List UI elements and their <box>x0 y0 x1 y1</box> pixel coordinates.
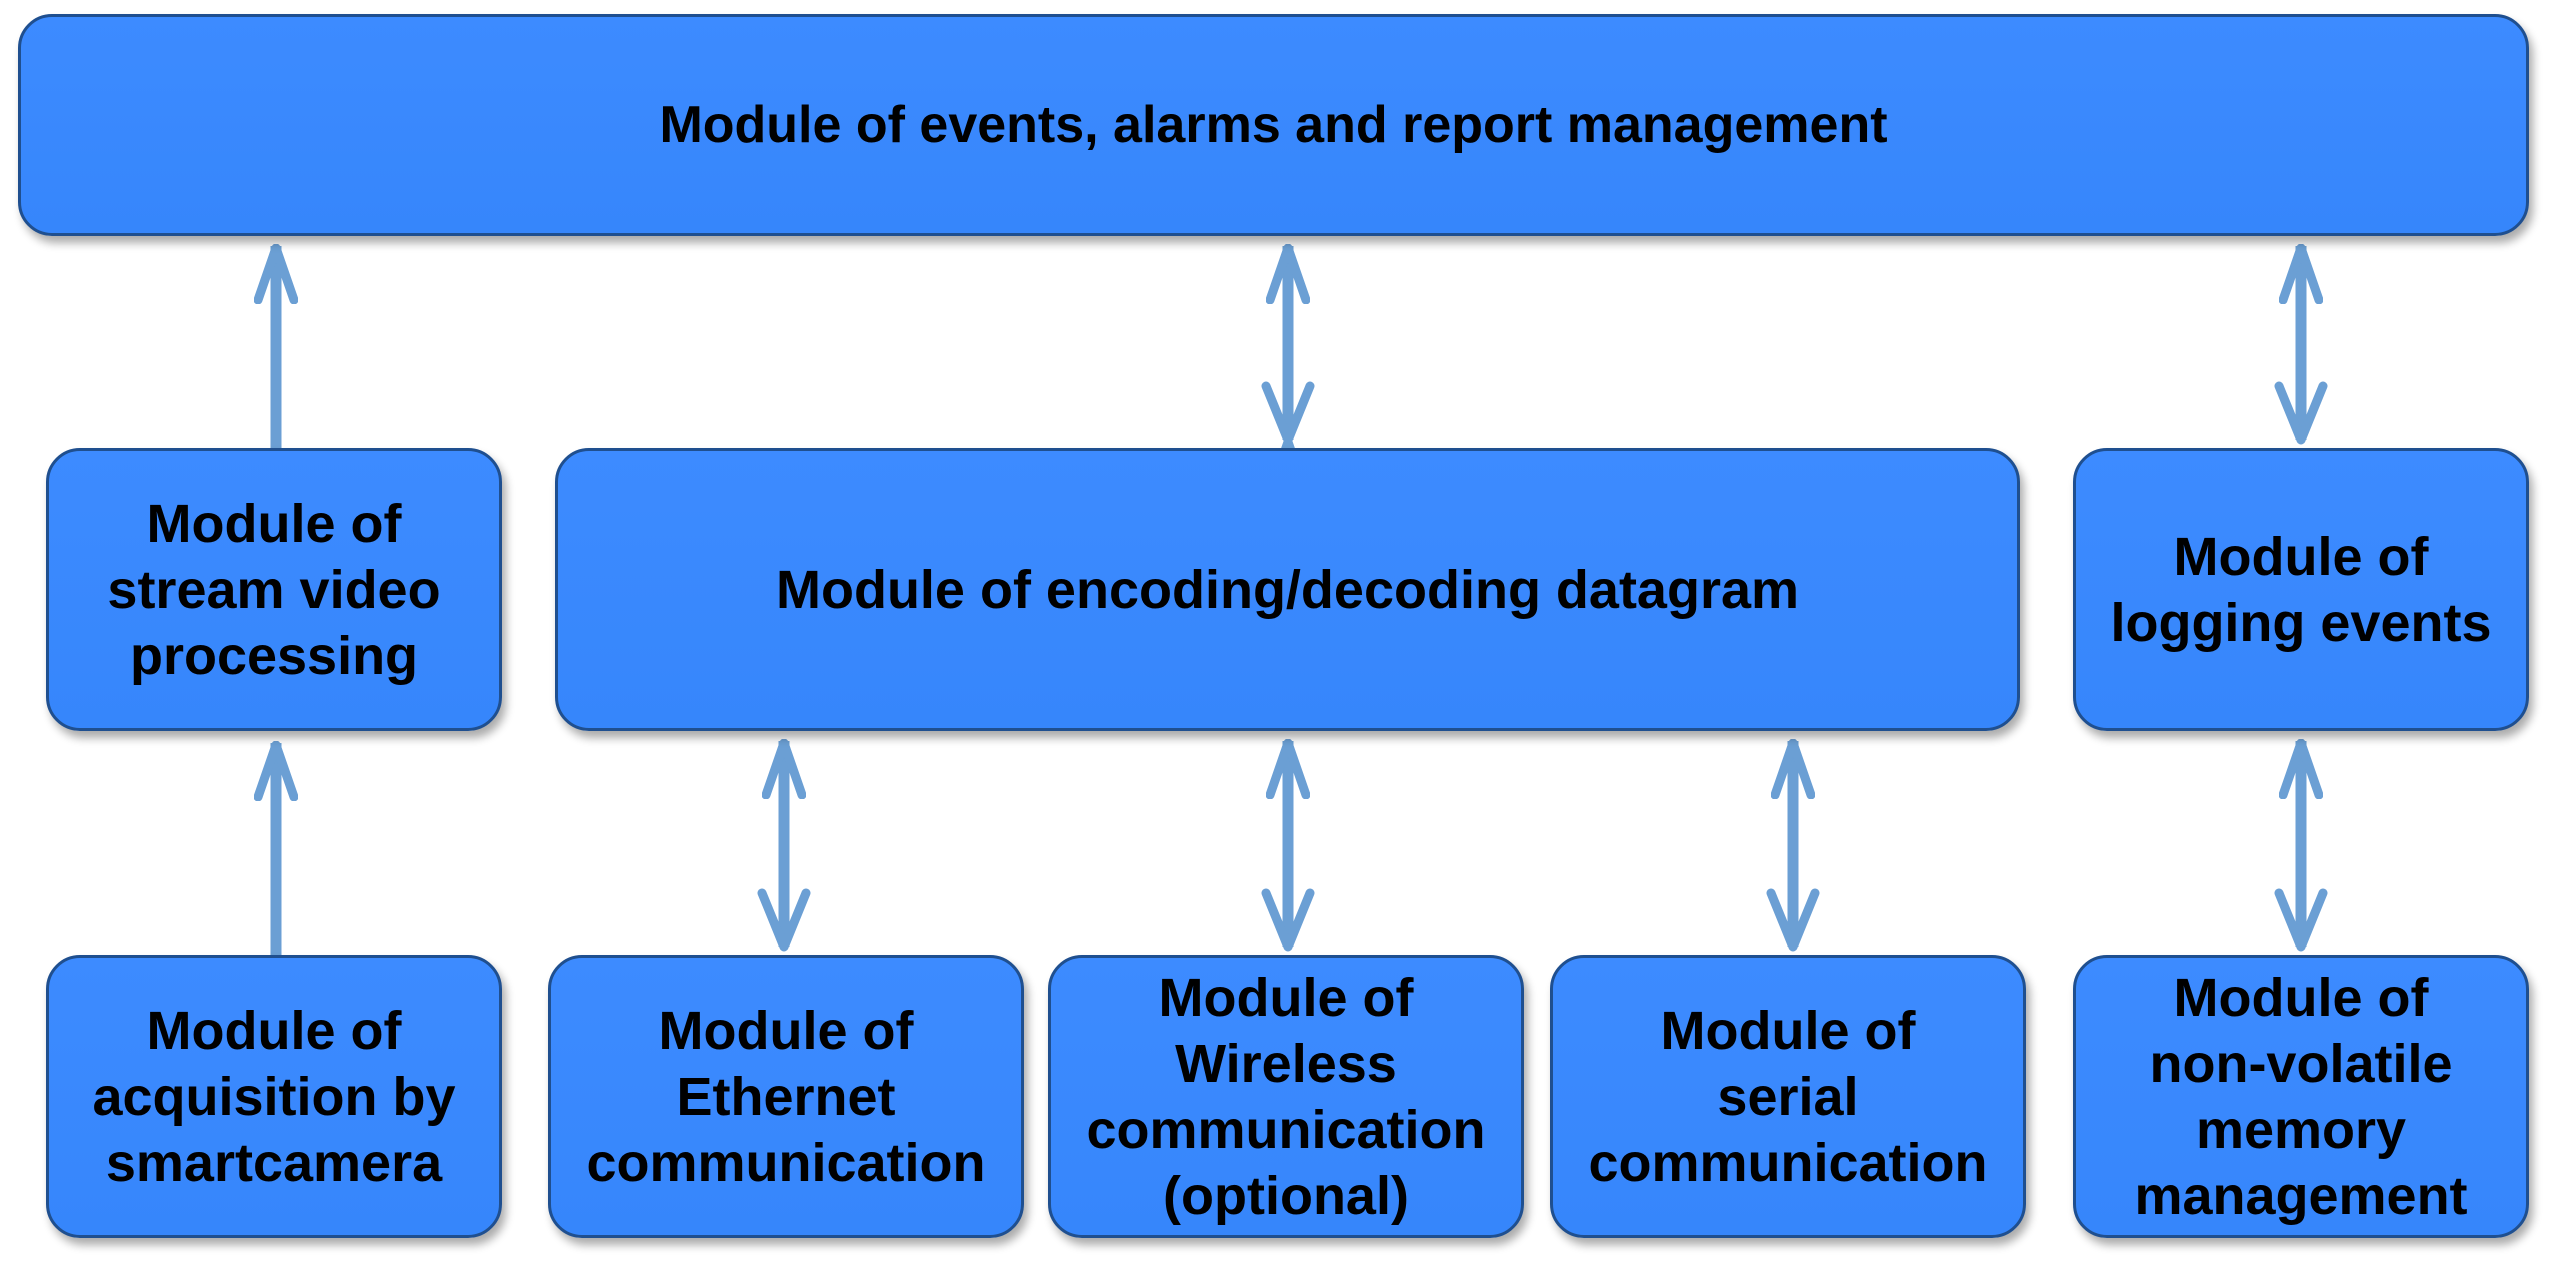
module-wireless-communication: Module of Wireless communication (option… <box>1048 955 1524 1238</box>
arrowhead-wireless-bottom <box>1261 888 1315 952</box>
module-label: Module of encoding/decoding datagram <box>775 559 1800 620</box>
module-label: Module of acquisition by smartcamera <box>92 1000 456 1193</box>
module-nonvolatile-memory-management: Module of non-volatile memory management <box>2073 955 2529 1238</box>
module-label: Module of Wireless communication (option… <box>1086 967 1486 1226</box>
module-label: Module of stream video processing <box>107 493 441 686</box>
arrowhead-logging-bottom <box>2274 381 2328 445</box>
module-label: Module of Ethernet communication <box>586 1000 986 1193</box>
arrowhead-serial-bottom <box>1766 888 1820 952</box>
module-label: Module of events, alarms and report mana… <box>659 96 1888 154</box>
module-logging-events: Module of logging events <box>2073 448 2529 731</box>
arrowhead-ethernet-bottom <box>757 888 811 952</box>
module-ethernet-communication: Module of Ethernet communication <box>548 955 1024 1238</box>
arrowhead-nvm-bottom <box>2274 888 2328 952</box>
module-label: Module of serial communication <box>1588 1000 1988 1193</box>
module-events-alarms-reports: Module of events, alarms and report mana… <box>18 14 2529 236</box>
module-stream-video-processing: Module of stream video processing <box>46 448 502 731</box>
module-label: Module of non-volatile memory management <box>2134 967 2468 1226</box>
module-encoding-decoding-datagram: Module of encoding/decoding datagram <box>555 448 2020 731</box>
module-label: Module of logging events <box>2110 526 2492 653</box>
two-way-arrowheads <box>757 381 2328 952</box>
module-serial-communication: Module of serial communication <box>1550 955 2026 1238</box>
module-acquisition-smartcamera: Module of acquisition by smartcamera <box>46 955 502 1238</box>
arrowhead-encoding-bottom <box>1261 381 1315 445</box>
